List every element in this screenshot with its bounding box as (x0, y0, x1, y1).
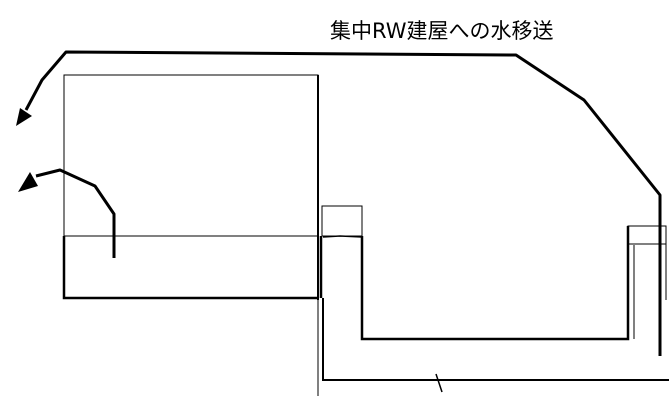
transfer-arrowhead-icon (16, 108, 32, 126)
transfer-pipe (24, 50, 662, 356)
left-arrowhead-icon (18, 172, 38, 192)
trench-box (321, 205, 363, 237)
trench-water-line (322, 235, 363, 238)
diagram-caption: 集中RW建屋への水移送 (330, 19, 554, 43)
right-trench-box (627, 225, 667, 245)
tunnel-marker (435, 373, 443, 393)
left-transfer-pipe (35, 168, 116, 258)
right-basement-wall (360, 226, 630, 341)
left-building-outline (63, 74, 319, 237)
left-basement-wall (62, 236, 318, 300)
tunnel-wall (322, 298, 669, 381)
